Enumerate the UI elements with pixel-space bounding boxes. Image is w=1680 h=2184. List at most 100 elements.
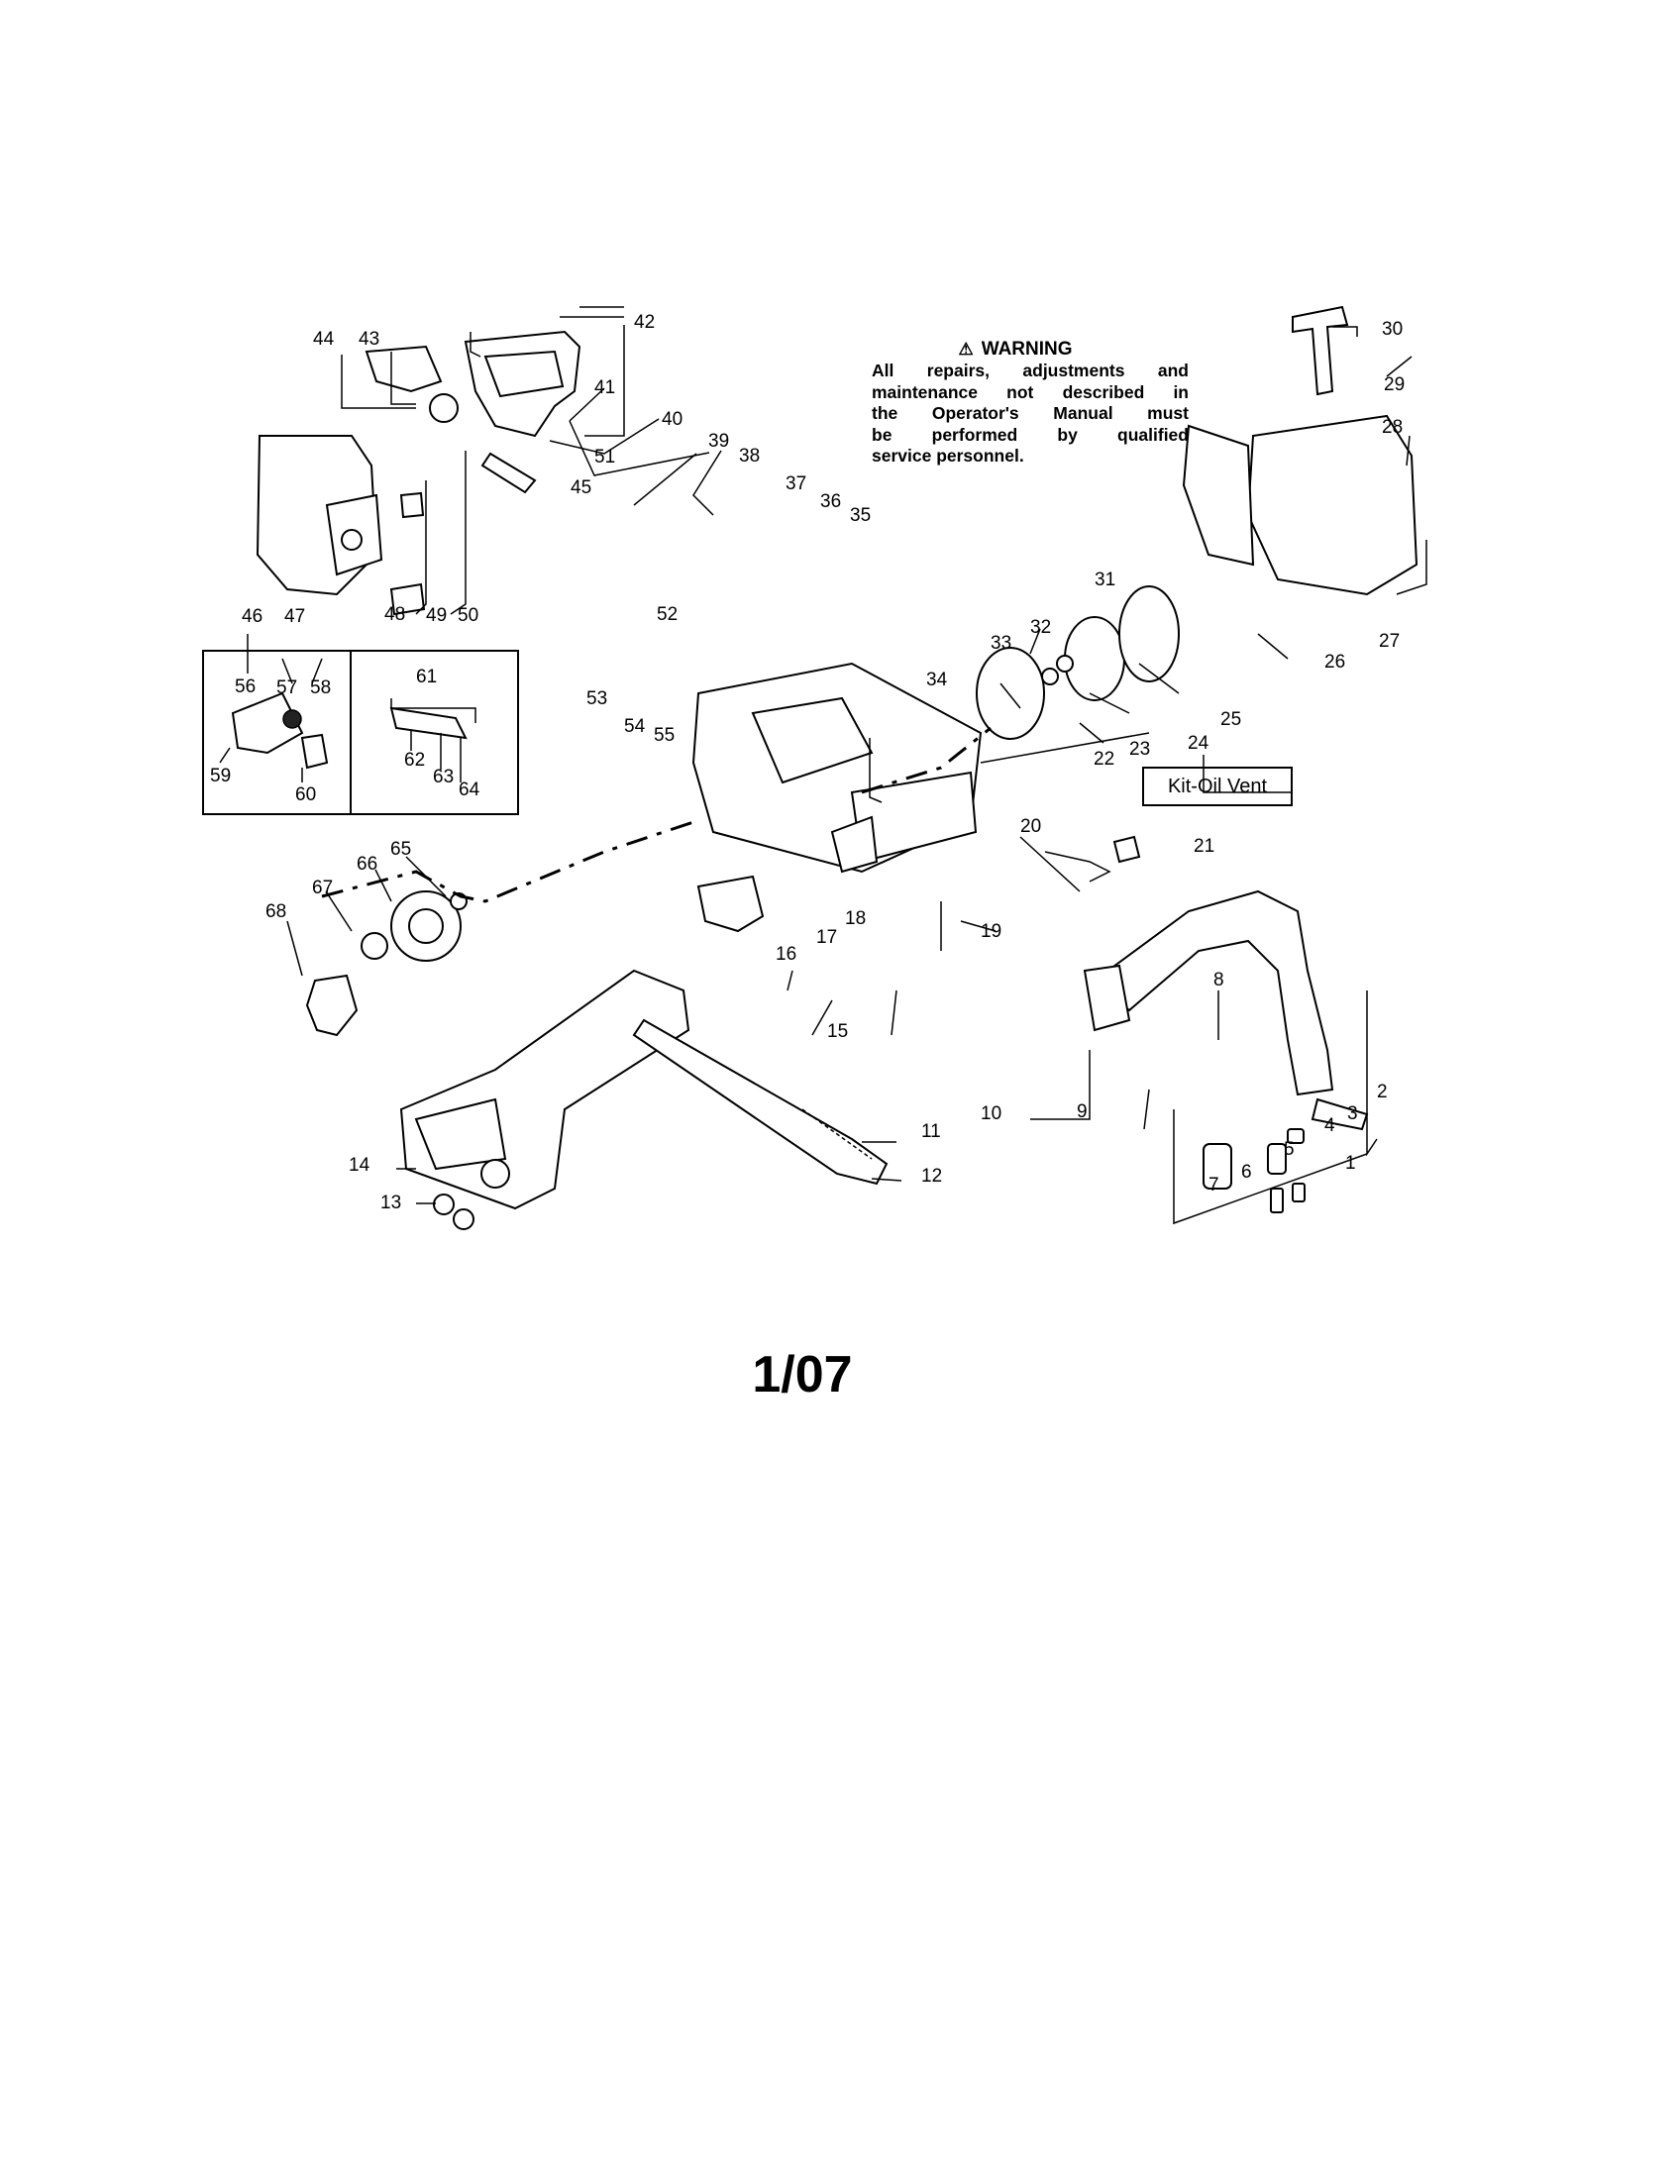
callout-58: 58 xyxy=(310,677,331,698)
callout-39: 39 xyxy=(708,431,729,452)
clutch-parts xyxy=(305,890,468,1037)
callout-14: 14 xyxy=(349,1155,370,1176)
callout-9: 9 xyxy=(1077,1101,1088,1122)
callout-33: 33 xyxy=(991,633,1011,654)
callout-1: 1 xyxy=(1345,1153,1356,1174)
callout-3: 3 xyxy=(1347,1103,1358,1124)
bar-nuts xyxy=(433,1194,474,1230)
leader-lines xyxy=(219,306,1427,1204)
callout-15: 15 xyxy=(827,1021,848,1042)
callout-12: 12 xyxy=(921,1166,942,1187)
warning-triangle-icon: ⚠ xyxy=(958,340,974,359)
callout-63: 63 xyxy=(433,767,454,787)
kit-oil-vent-label: Kit-Oil Vent xyxy=(1142,767,1293,806)
callout-44: 44 xyxy=(313,329,335,350)
callout-10: 10 xyxy=(981,1103,1001,1124)
vibration-parts xyxy=(1203,1128,1306,1213)
callout-22: 22 xyxy=(1094,749,1114,770)
handle-housing xyxy=(256,435,383,596)
callout-37: 37 xyxy=(786,473,806,494)
callout-55: 55 xyxy=(654,725,675,746)
callout-53: 53 xyxy=(586,688,607,709)
callout-45: 45 xyxy=(571,477,591,498)
callout-68: 68 xyxy=(265,901,286,922)
callout-60: 60 xyxy=(295,784,316,805)
callout-2: 2 xyxy=(1377,1082,1388,1102)
callout-34: 34 xyxy=(926,670,948,690)
callout-65: 65 xyxy=(390,839,411,860)
callout-6: 6 xyxy=(1241,1162,1252,1183)
callout-54: 54 xyxy=(624,716,646,737)
callout-50: 50 xyxy=(458,605,478,626)
crankcase-body xyxy=(691,662,983,874)
page-number: 1/07 xyxy=(752,1346,853,1404)
oil-vent-part xyxy=(1112,835,1141,864)
callout-32: 32 xyxy=(1030,617,1051,638)
callout-62: 62 xyxy=(404,750,425,771)
callout-labels: 1 2 3 4 5 6 7 8 9 10 11 12 13 14 15 16 1… xyxy=(210,312,1405,1213)
bar-plate xyxy=(696,875,765,933)
callout-66: 66 xyxy=(357,854,377,875)
callout-52: 52 xyxy=(657,604,678,625)
callout-51: 51 xyxy=(594,447,615,468)
callout-59: 59 xyxy=(210,766,231,786)
callout-28: 28 xyxy=(1382,417,1403,438)
springs xyxy=(389,452,537,616)
callout-61: 61 xyxy=(416,667,437,687)
inset-parts xyxy=(231,691,468,770)
callout-21: 21 xyxy=(1194,836,1214,857)
warning-line: maintenance not described in xyxy=(872,381,1189,402)
warning-notice: ⚠ WARNING All repairs, adjustments and m… xyxy=(872,339,1189,468)
callout-5: 5 xyxy=(1284,1139,1295,1160)
callout-41: 41 xyxy=(594,377,615,398)
callout-56: 56 xyxy=(235,676,256,697)
kit-label-text: Kit-Oil Vent xyxy=(1167,775,1268,797)
callout-46: 46 xyxy=(242,606,262,627)
callout-38: 38 xyxy=(739,446,760,467)
callout-18: 18 xyxy=(845,908,866,929)
callout-4: 4 xyxy=(1324,1115,1335,1136)
callout-7: 7 xyxy=(1208,1175,1219,1196)
callout-13: 13 xyxy=(380,1193,401,1213)
vent-hose xyxy=(1044,851,1111,883)
warning-line: service personnel. xyxy=(872,446,1024,466)
callout-25: 25 xyxy=(1220,709,1241,730)
callout-23: 23 xyxy=(1129,739,1150,760)
callout-42: 42 xyxy=(634,312,655,333)
callout-20: 20 xyxy=(1020,816,1041,837)
warning-line: the Operator's Manual must xyxy=(872,403,1189,423)
callout-47: 47 xyxy=(284,606,305,627)
inset-box xyxy=(202,650,519,815)
callout-35: 35 xyxy=(850,505,871,526)
axis-lines xyxy=(321,726,992,903)
callout-48: 48 xyxy=(384,604,405,625)
callout-27: 27 xyxy=(1379,631,1400,652)
front-handle xyxy=(1083,889,1369,1131)
callout-17: 17 xyxy=(816,927,837,948)
rear-handle xyxy=(365,330,581,438)
starter-assembly xyxy=(976,585,1180,740)
callout-31: 31 xyxy=(1095,570,1115,590)
warning-line: All repairs, adjustments and xyxy=(872,361,1189,380)
callout-67: 67 xyxy=(312,878,333,898)
callout-30: 30 xyxy=(1382,319,1403,340)
warning-title: WARNING xyxy=(981,339,1073,360)
chain-cover xyxy=(399,969,690,1210)
callout-24: 24 xyxy=(1188,733,1209,754)
starter-housing xyxy=(1182,305,1418,596)
callout-26: 26 xyxy=(1324,652,1345,673)
callout-40: 40 xyxy=(662,409,682,430)
callout-43: 43 xyxy=(359,329,379,350)
callout-8: 8 xyxy=(1213,970,1224,990)
callout-11: 11 xyxy=(921,1121,941,1142)
callout-64: 64 xyxy=(459,780,480,800)
callout-29: 29 xyxy=(1384,374,1405,395)
warning-line: be performed by qualified xyxy=(872,424,1189,445)
guide-bar xyxy=(632,1018,889,1186)
callout-16: 16 xyxy=(776,944,796,965)
callout-19: 19 xyxy=(981,921,1001,942)
warning-title-row: ⚠ WARNING xyxy=(842,339,1189,361)
callout-49: 49 xyxy=(426,605,447,626)
